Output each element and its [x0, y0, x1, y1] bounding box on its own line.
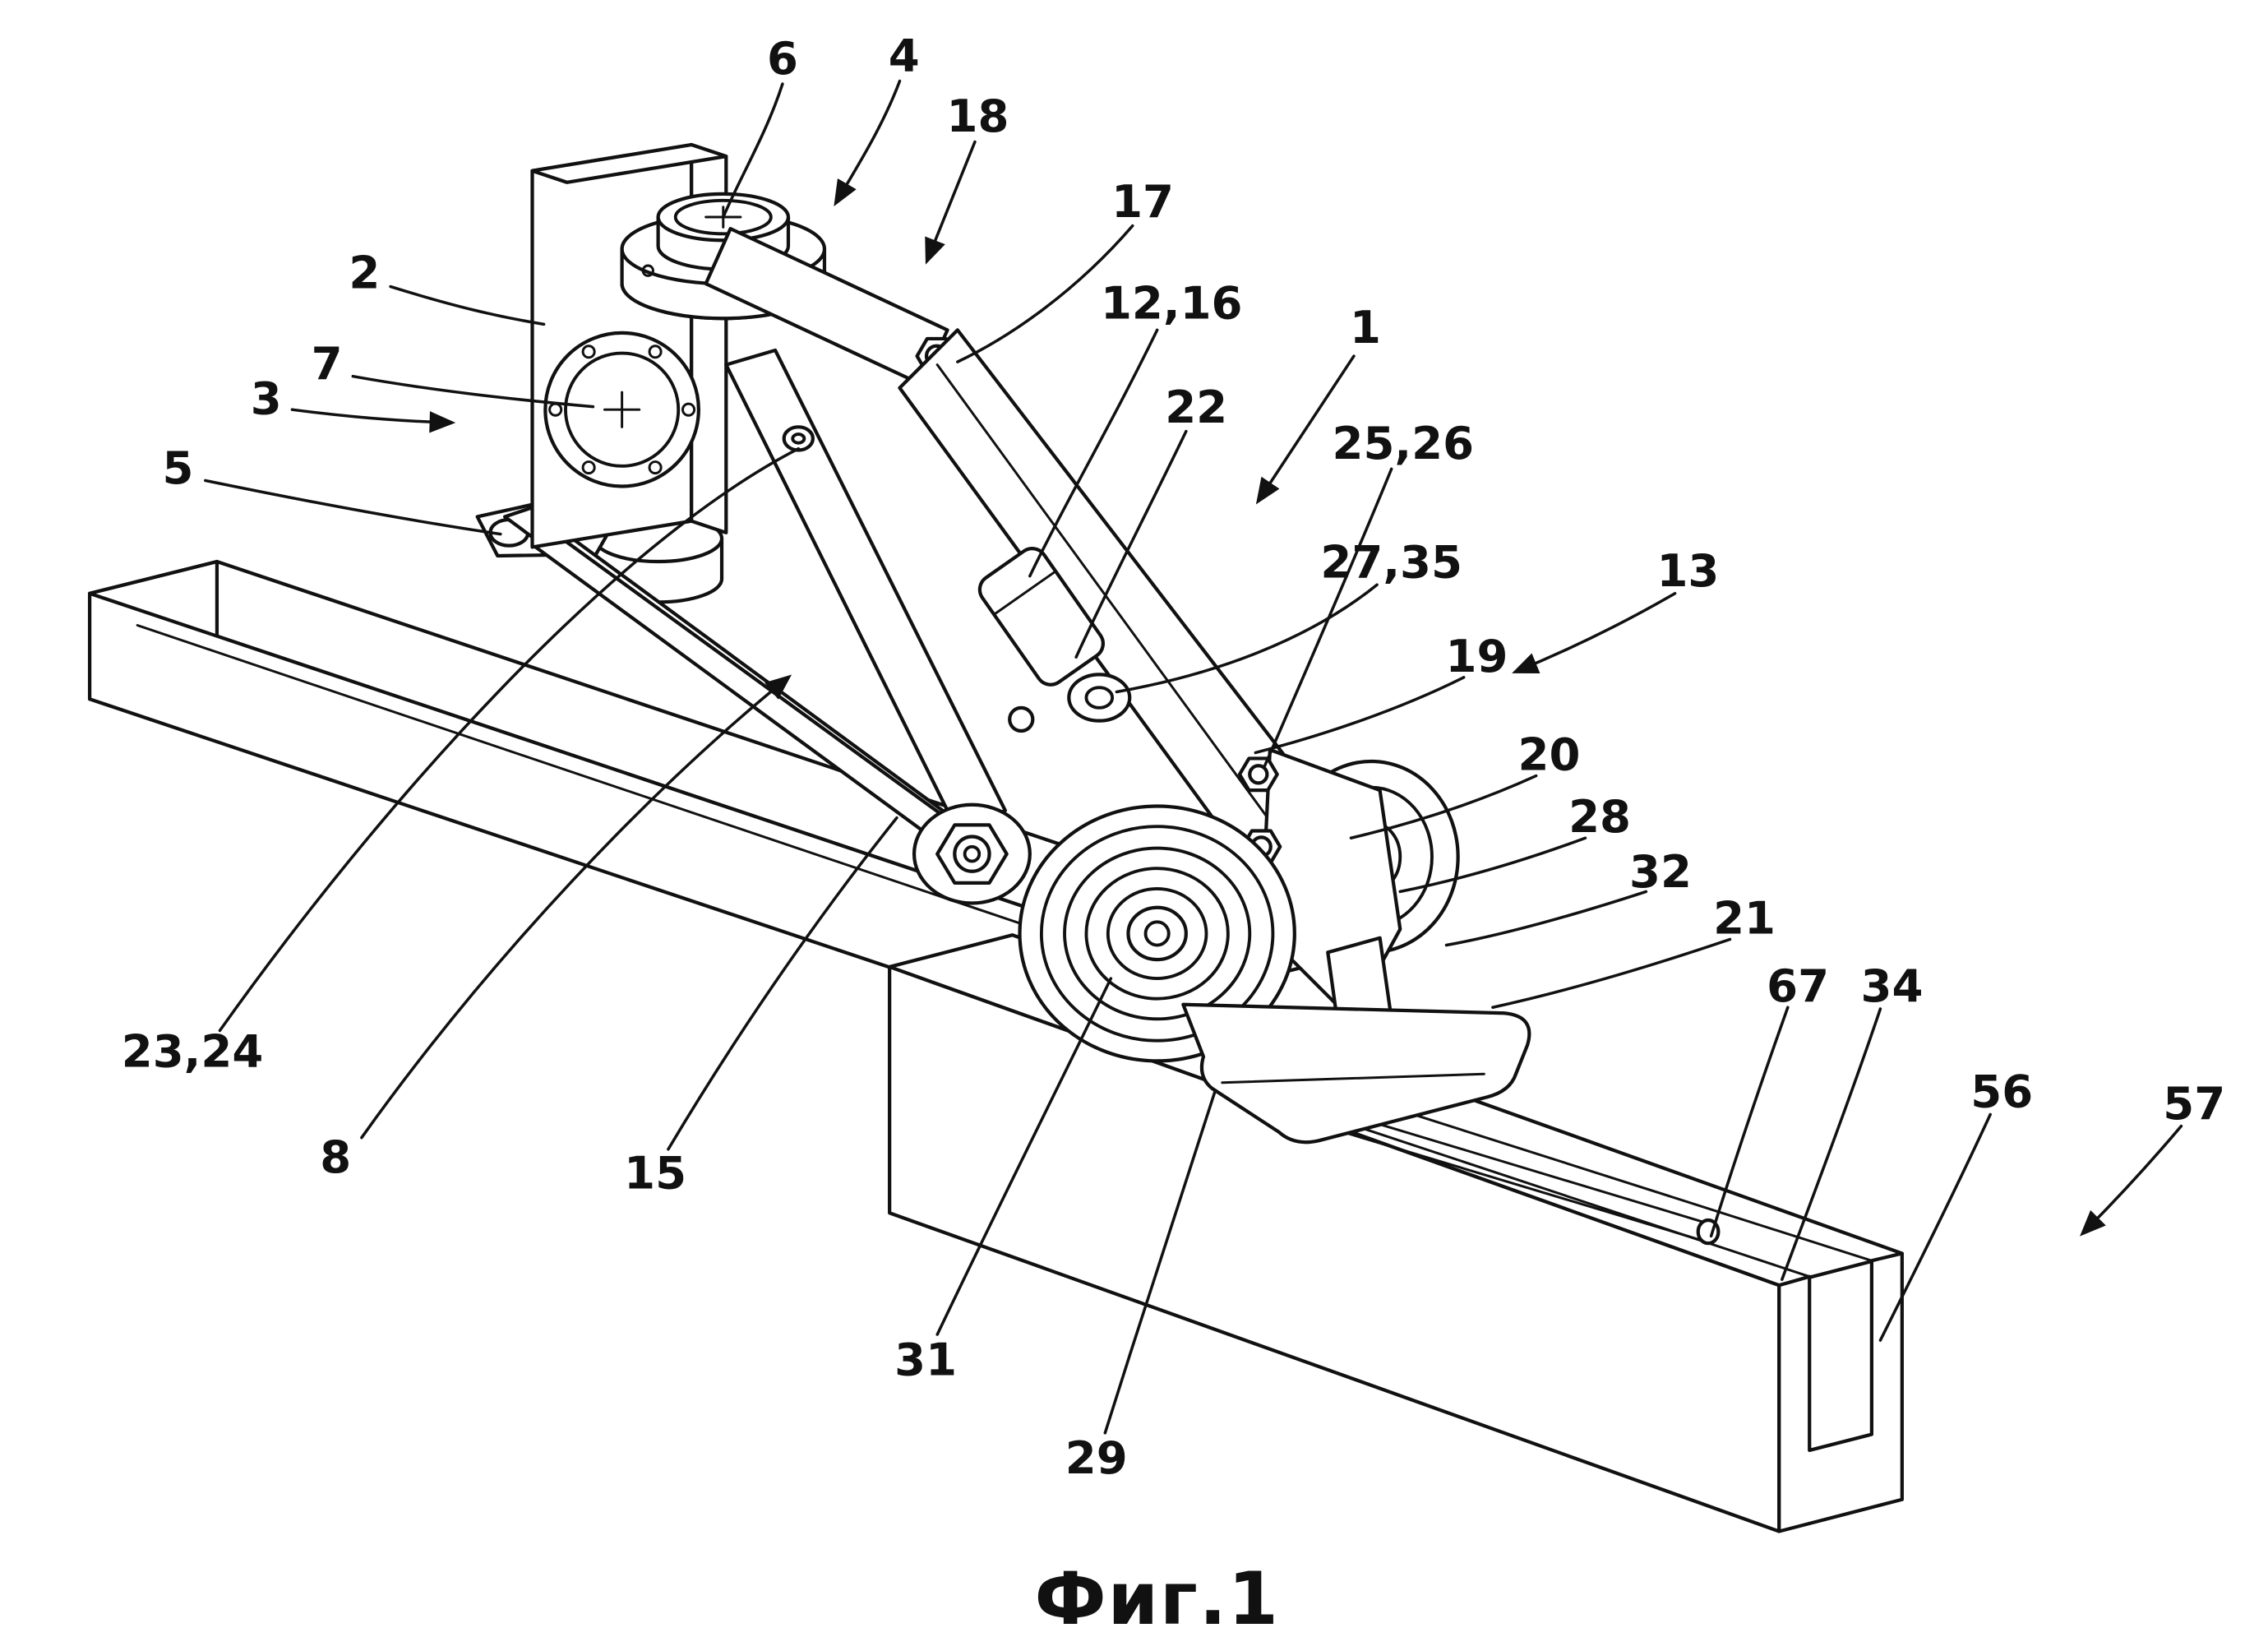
- roller-bore: [1084, 686, 1115, 710]
- small-bolt: [1008, 705, 1035, 733]
- ref-label-19: 19: [1446, 630, 1508, 682]
- leader-line-6: [722, 82, 784, 219]
- leader-line-19: [1254, 676, 1466, 755]
- ref-label-2: 2: [349, 246, 380, 298]
- ref-label-27-35: 27,35: [1320, 535, 1462, 588]
- leader-line-18: [925, 140, 977, 265]
- roller: [1067, 673, 1132, 723]
- leader-line-3: [290, 408, 456, 433]
- pivot-pin: [782, 425, 815, 452]
- leader-line-22: [1074, 429, 1188, 659]
- ref-label-57: 57: [2163, 1077, 2225, 1130]
- leader-line-21: [1491, 937, 1732, 1009]
- machine-assembly: [475, 142, 1531, 1145]
- guide-shoe-edge-line: [1221, 1072, 1485, 1084]
- ref-label-4: 4: [889, 29, 920, 81]
- leader-line-5: [204, 479, 502, 536]
- ref-label-5: 5: [162, 442, 193, 494]
- ref-label-1: 1: [1350, 301, 1381, 354]
- ref-label-3: 3: [251, 372, 282, 424]
- pulley-stack: [1018, 804, 1296, 1063]
- ref-label-31: 31: [894, 1333, 957, 1385]
- ref-label-34: 34: [1861, 960, 1924, 1012]
- ref-label-25-26: 25,26: [1333, 417, 1475, 469]
- bearing-flange: [543, 331, 700, 488]
- ref-label-13: 13: [1656, 544, 1719, 597]
- leader-line-20: [1349, 774, 1538, 840]
- leader-line-23-24: [218, 446, 801, 1033]
- leader-line-56: [1878, 1112, 1992, 1342]
- leader-line-13: [1512, 591, 1677, 673]
- ref-label-56: 56: [1970, 1066, 2033, 1118]
- leader-line-2: [389, 284, 546, 326]
- leader-line-57: [2080, 1124, 2183, 1237]
- leader-line-15: [667, 816, 898, 1151]
- leader-line-1: [1255, 354, 1356, 505]
- ref-label-15: 15: [624, 1146, 686, 1199]
- damper-cylinder: [977, 547, 1105, 687]
- secondary-arm: [724, 348, 1008, 833]
- base-beam-chamfer-line: [136, 623, 1065, 940]
- leader-line-7: [351, 374, 595, 409]
- leader-line-34: [1781, 1007, 1882, 1281]
- leader-line-8: [360, 674, 792, 1140]
- ref-label-67: 67: [1767, 960, 1829, 1012]
- leader-line-25-26: [1263, 467, 1393, 769]
- ref-label-6: 6: [767, 32, 798, 85]
- leader-lines: [204, 79, 2183, 1435]
- ref-label-29: 29: [1065, 1431, 1128, 1484]
- ref-label-12-16: 12,16: [1101, 276, 1243, 329]
- ref-label-20: 20: [1518, 728, 1581, 781]
- ref-label-17: 17: [1111, 175, 1174, 228]
- leader-line-28: [1398, 836, 1587, 894]
- ref-label-8: 8: [320, 1131, 351, 1183]
- ref-label-28: 28: [1568, 790, 1631, 843]
- leader-line-29: [1103, 1089, 1217, 1435]
- leader-line-17: [956, 224, 1134, 363]
- leader-line-27-35: [1115, 583, 1379, 694]
- ref-label-7: 7: [312, 337, 343, 390]
- leader-line-4: [834, 79, 902, 207]
- mounting-plate-top: [530, 142, 728, 184]
- ref-label-32: 32: [1629, 845, 1692, 898]
- guide-shoe: [1181, 1002, 1531, 1145]
- figure-caption: Фиг.1: [1035, 1556, 1280, 1637]
- ref-label-18: 18: [947, 90, 1009, 142]
- hub-bolt: [953, 835, 991, 873]
- leader-line-67: [1709, 1006, 1790, 1238]
- pivot-pin-bore: [791, 432, 806, 445]
- ref-label-21: 21: [1713, 891, 1776, 944]
- ref-label-22: 22: [1165, 381, 1227, 433]
- ref-label-23-24: 23,24: [122, 1024, 264, 1077]
- leader-line-31: [935, 977, 1113, 1336]
- leader-line-32: [1444, 890, 1648, 947]
- rail-beam-grooved-end-face: [1777, 1251, 1904, 1533]
- leader-line-12-16: [1028, 328, 1159, 578]
- bracket-upper-bolt: [1248, 764, 1269, 785]
